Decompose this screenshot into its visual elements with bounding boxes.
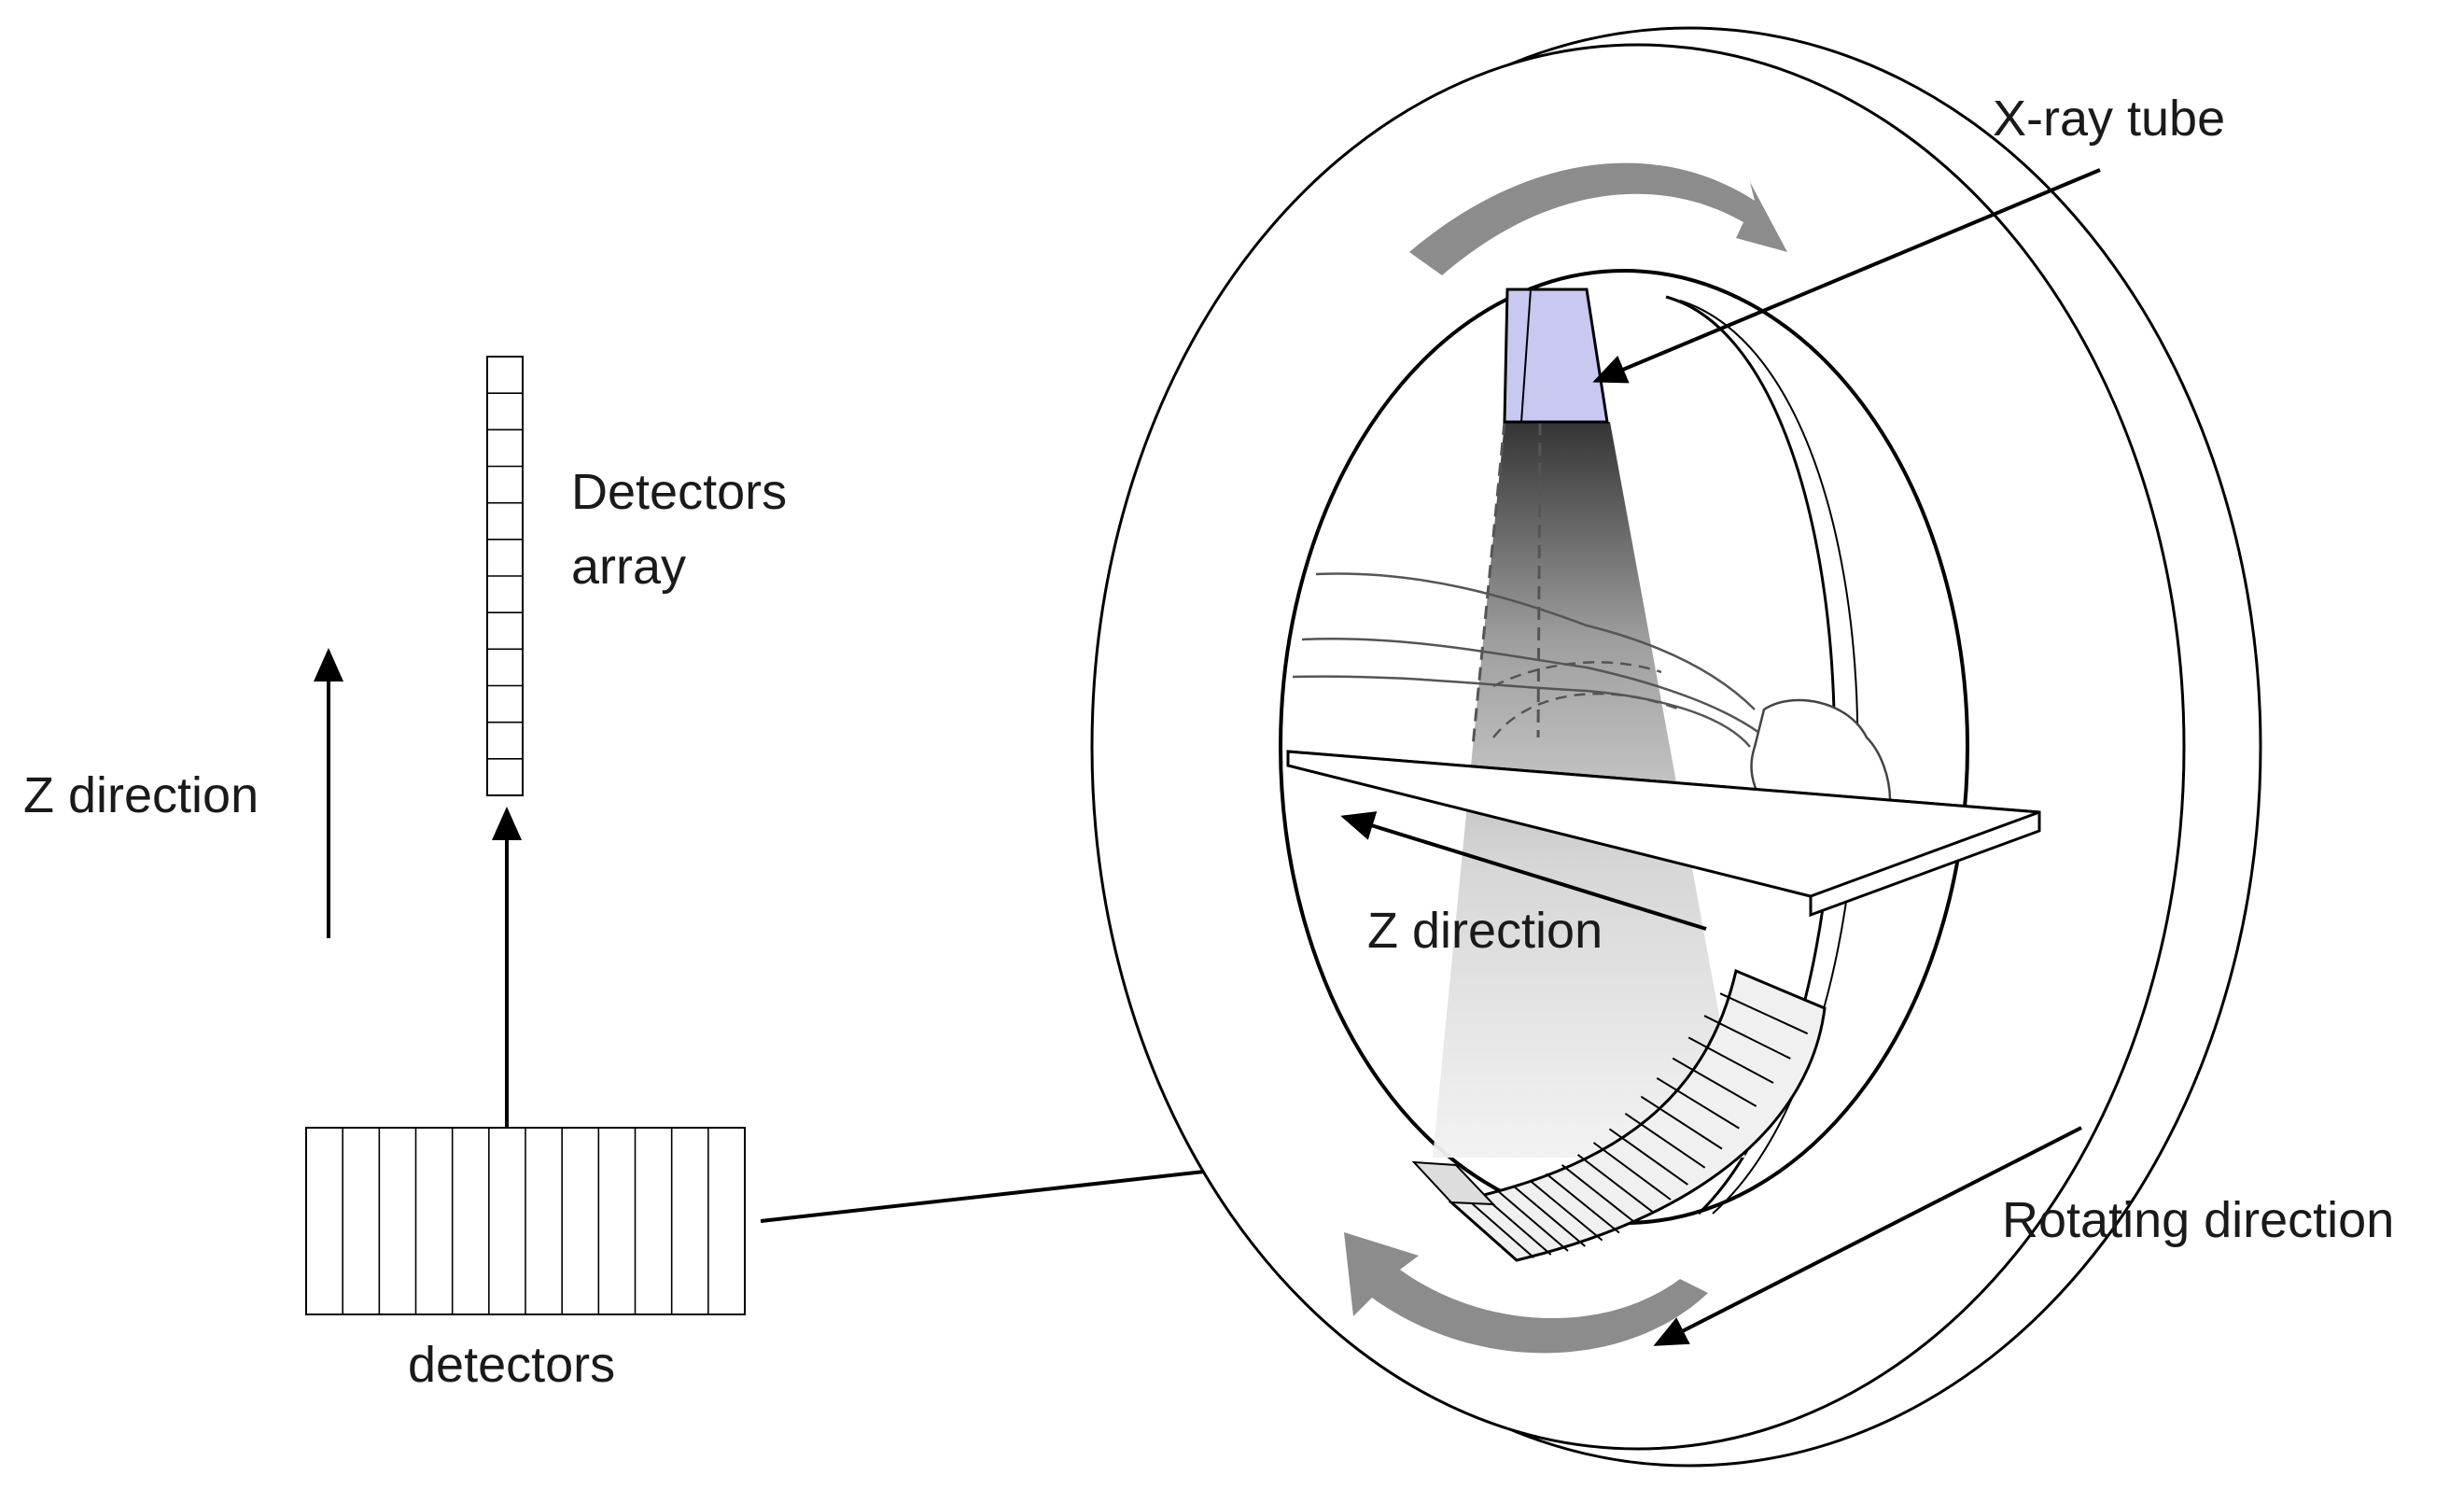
label-detectors-array-2: array xyxy=(571,539,686,595)
label-detectors-array-1: Detectors xyxy=(571,464,787,520)
gantry-detector xyxy=(1411,968,1827,1262)
rotation-arrow-top xyxy=(1409,162,1787,275)
xray-tube xyxy=(1503,288,1609,424)
xray-tube-pointer xyxy=(1592,168,2101,384)
label-xray-tube: X-ray tube xyxy=(1993,91,2225,147)
label-z-direction-right: Z direction xyxy=(1367,903,1603,959)
rotation-arrow-bottom xyxy=(1344,1232,1708,1354)
label-rotating-direction: Rotating direction xyxy=(2002,1192,2394,1248)
label-z-direction-left: Z direction xyxy=(23,767,259,823)
detectors-row xyxy=(305,1127,746,1315)
rotating-direction-pointer xyxy=(1653,1126,2082,1346)
patient-table xyxy=(1286,750,2041,918)
label-detectors: detectors xyxy=(408,1337,615,1393)
gantry xyxy=(1090,26,2262,1468)
z-direction-arrow-right xyxy=(1340,811,1707,931)
detectors-array xyxy=(486,356,524,796)
